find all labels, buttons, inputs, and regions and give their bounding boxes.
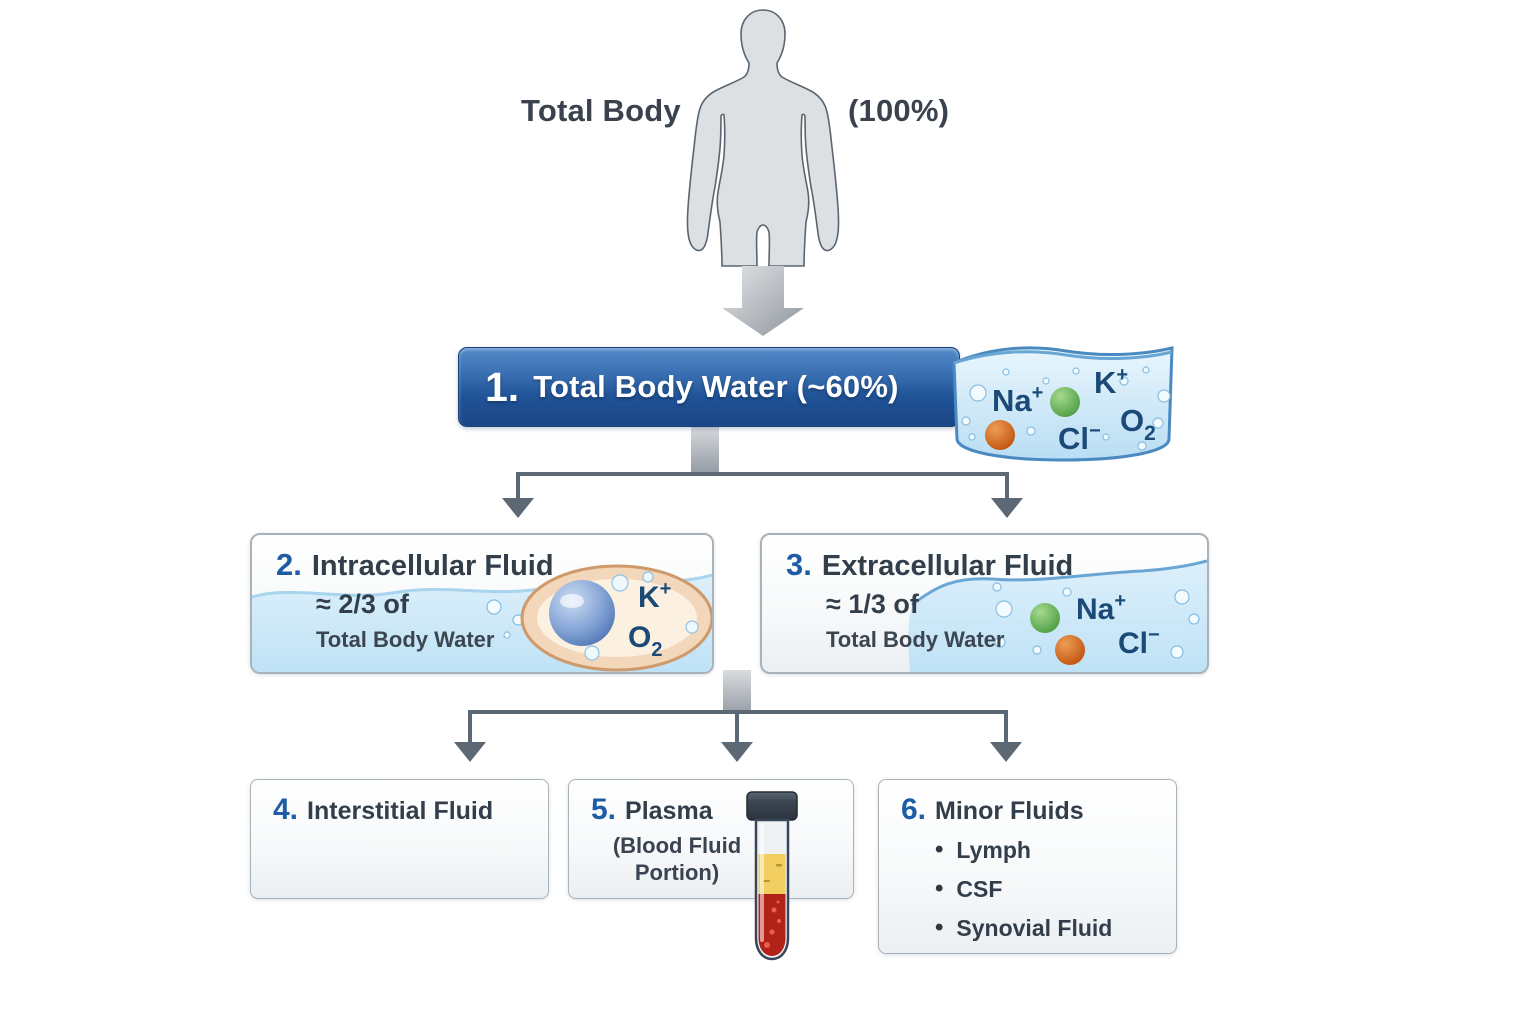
box-title-text: Plasma bbox=[625, 797, 713, 825]
connector-bar-level1 bbox=[691, 424, 719, 472]
plasma-box: 5. Plasma (Blood Fluid Portion) bbox=[568, 779, 854, 899]
extracellular-water-art: Na+ Cl− bbox=[908, 559, 1207, 672]
arrowhead-plasma bbox=[721, 742, 753, 762]
green-ion-sphere bbox=[1050, 387, 1080, 417]
tank-ion-labels: Na+ K+ Cl− O2 bbox=[992, 364, 1156, 456]
potassium-ion-label: K+ bbox=[1094, 364, 1128, 400]
bullet-icon: • bbox=[935, 836, 944, 863]
connector-line-level3 bbox=[468, 710, 1008, 744]
tank-bubbles bbox=[961, 366, 1171, 451]
minor-fluids-list: • Lymph • CSF • Synovial Fluid bbox=[935, 836, 1112, 953]
orange-ion-sphere bbox=[1055, 635, 1085, 665]
plasma-subtitle-line1: (Blood Fluid bbox=[612, 833, 742, 858]
fraction-label: ≈ 1/3 of bbox=[826, 589, 919, 619]
box-title: 3. Extracellular Fluid bbox=[786, 547, 1073, 583]
list-item-label: Lymph bbox=[956, 836, 1031, 863]
box-number: 3. bbox=[786, 547, 812, 582]
chloride-ion-label: Cl− bbox=[1118, 624, 1160, 660]
orange-ion-sphere bbox=[985, 420, 1015, 450]
plasma-subtitle-line2: Portion) bbox=[634, 860, 720, 885]
connector-line-level2 bbox=[516, 472, 1009, 500]
fraction-of-label: Total Body Water bbox=[826, 627, 1005, 652]
oxygen-label: O2 bbox=[1120, 403, 1156, 445]
body-silhouette-icon bbox=[686, 9, 840, 267]
total-body-label: Total Body bbox=[521, 93, 681, 128]
arrowhead-intracellular bbox=[502, 498, 534, 518]
list-item-label: Synovial Fluid bbox=[956, 914, 1113, 941]
list-item: • Lymph bbox=[935, 836, 1112, 864]
box-title: 2. Intracellular Fluid bbox=[276, 547, 554, 583]
plasma-specks bbox=[763, 864, 782, 882]
cell-ion-labels: K+ O2 bbox=[628, 578, 671, 661]
minor-fluids-box: 6. Minor Fluids • Lymph • CSF • Synovial … bbox=[878, 779, 1177, 954]
box-title: 5. Plasma bbox=[591, 793, 713, 827]
list-item: • Synovial Fluid bbox=[935, 914, 1112, 942]
box-title-text: Interstitial Fluid bbox=[307, 797, 494, 825]
plasma-subtitle: (Blood Fluid Portion) bbox=[597, 832, 757, 886]
water-bubbles bbox=[992, 582, 1200, 659]
box-number: 2. bbox=[276, 547, 302, 582]
box-number: 5. bbox=[591, 793, 617, 826]
arrowhead-extracellular bbox=[991, 498, 1023, 518]
banner-label: Total Body Water (~60%) bbox=[533, 369, 899, 404]
extracellular-fluid-box: Na+ Cl− 3. Extracellular Fluid ≈ 1/3 of T… bbox=[760, 533, 1209, 674]
interstitial-fluid-box: 4. Interstitial Fluid bbox=[250, 779, 549, 899]
box-title: 6. Minor Fluids bbox=[901, 793, 1084, 827]
down-arrow-icon bbox=[722, 266, 804, 336]
cell-bubbles bbox=[584, 571, 699, 661]
total-body-water-banner: 1. Total Body Water (~60%) bbox=[458, 347, 960, 427]
cell-nucleus bbox=[549, 580, 615, 646]
box-number: 6. bbox=[901, 793, 927, 826]
glass-shine bbox=[760, 824, 764, 942]
bullet-icon: • bbox=[935, 875, 944, 902]
list-item: • CSF bbox=[935, 875, 1112, 903]
sodium-ion-label: Na+ bbox=[992, 382, 1043, 418]
intracellular-fluid-box: K+ O2 2. Intracellular Fluid ≈ 2/3 of Tot… bbox=[250, 533, 714, 674]
box-number: 4. bbox=[273, 793, 299, 826]
test-tube-icon bbox=[746, 791, 798, 961]
potassium-ion-label: K+ bbox=[638, 578, 671, 614]
box-title-text: Extracellular Fluid bbox=[821, 550, 1074, 582]
water-surface-line bbox=[911, 559, 1207, 607]
arrowhead-interstitial bbox=[454, 742, 486, 762]
fraction-label: ≈ 2/3 of bbox=[316, 589, 409, 619]
banner-number: 1. bbox=[485, 363, 520, 410]
tube-cap bbox=[746, 791, 798, 821]
ecf-ion-labels: Na+ Cl− bbox=[1076, 590, 1160, 660]
blood-bubbles bbox=[764, 900, 781, 948]
fraction-of-label: Total Body Water bbox=[316, 627, 495, 652]
body-silhouette-shape bbox=[686, 9, 840, 267]
cell-icon: K+ O2 bbox=[520, 564, 712, 672]
box-title-text: Intracellular Fluid bbox=[311, 550, 554, 582]
blood-layer bbox=[758, 894, 786, 956]
oxygen-label: O2 bbox=[628, 621, 662, 661]
arrowhead-minor-fluids bbox=[990, 742, 1022, 762]
bullet-icon: • bbox=[935, 914, 944, 941]
sodium-ion-label: Na+ bbox=[1076, 590, 1126, 626]
box-title-text: Minor Fluids bbox=[935, 797, 1084, 825]
box-title: 4. Interstitial Fluid bbox=[273, 793, 493, 827]
green-ion-sphere bbox=[1030, 603, 1060, 633]
water-tank-icon: Na+ K+ Cl− O2 bbox=[952, 346, 1174, 462]
chloride-ion-label: Cl− bbox=[1058, 420, 1101, 456]
intracellular-water-art: K+ O2 bbox=[252, 564, 712, 672]
total-body-percentage: (100%) bbox=[848, 93, 950, 128]
water-bubbles bbox=[486, 599, 524, 639]
list-item-label: CSF bbox=[956, 875, 1003, 902]
tank-water-surface bbox=[953, 350, 1173, 365]
connector-bar-level2 bbox=[723, 670, 751, 714]
